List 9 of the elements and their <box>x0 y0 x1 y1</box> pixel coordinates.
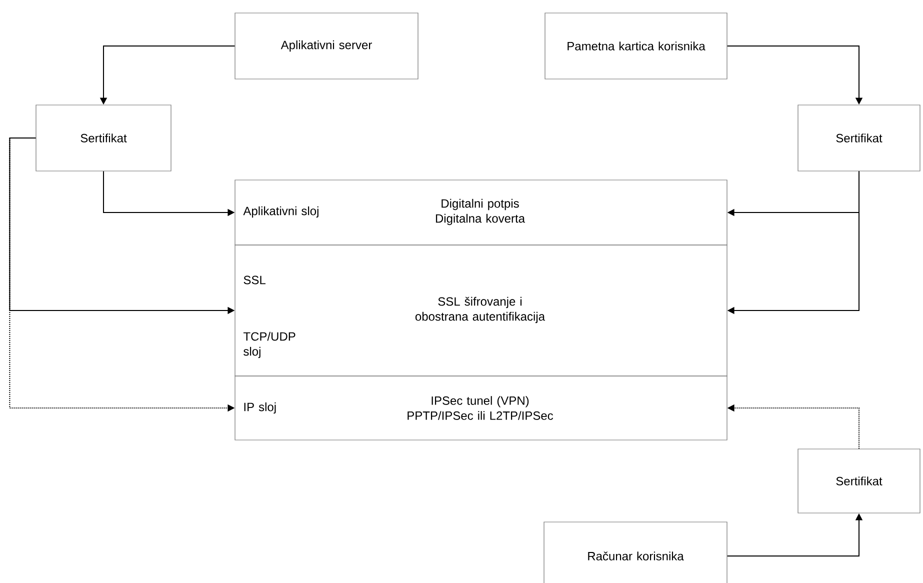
process-box: Pametna kartica korisnika <box>544 12 728 80</box>
layer-row: SSL TCP/UDP sloj SSL šifrovanje i obostrana autentifikacija <box>234 244 728 376</box>
process-box: Sertifikat <box>798 448 920 514</box>
process-box: Aplikativni server <box>234 12 418 80</box>
layer-row: Aplikativni sloj Digitalni potpis Digitalna koverta <box>234 180 728 246</box>
layer-row: IP sloj IPSec tunel (VPN) PPTP/IPSec ili L2TP/IPSec <box>234 376 728 440</box>
process-box: Sertifikat <box>798 104 920 172</box>
process-box: Računar korisnika <box>544 522 728 583</box>
process-box: Sertifikat <box>36 104 172 172</box>
